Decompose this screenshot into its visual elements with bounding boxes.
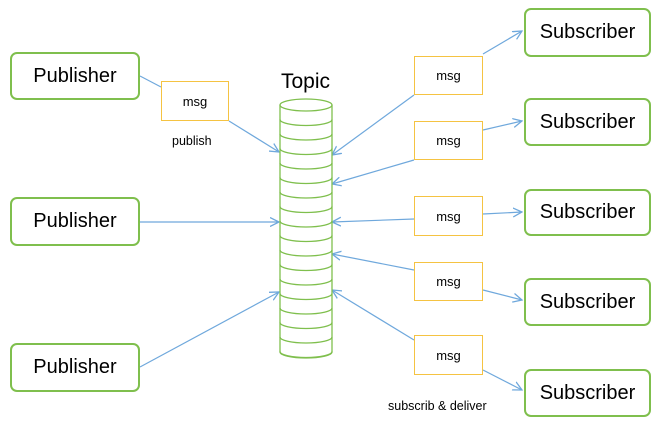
publisher-box: Publisher (10, 197, 140, 246)
arrow-msg-3-to-subscriber-3 (482, 212, 522, 214)
topic-cylinder-disc (279, 162, 333, 170)
subscriber-box: Subscriber (524, 369, 651, 417)
publisher-box: Publisher (10, 52, 140, 100)
topic-title: Topic (281, 70, 331, 93)
topic-cylinder-disc (279, 278, 333, 286)
topic-cylinder-disc (279, 336, 333, 344)
publisher-box: Publisher (10, 343, 140, 392)
topic-cylinder-disc (279, 351, 333, 359)
subscriber-box: Subscriber (524, 278, 651, 326)
deliver-annotation: subscrib & deliver (388, 399, 487, 413)
topic-cylinder-disc (279, 148, 333, 156)
topic-cylinder-disc (279, 264, 333, 272)
arrow-msg-4-to-subscriber-4 (482, 289, 522, 300)
arrow-topic-to-msg-3 (332, 219, 415, 222)
topic-cylinder-disc (279, 177, 333, 185)
subscriber-box: Subscriber (524, 189, 651, 236)
deliver-arrows (332, 31, 522, 390)
arrow-msg-2-to-subscriber-2 (482, 121, 522, 131)
topic-cylinder-disc (279, 322, 333, 330)
arrow-topic-to-msg-2 (332, 159, 415, 184)
publish-annotation: publish (172, 134, 212, 148)
deliver-message: msg (414, 335, 483, 375)
topic-cylinder-disc (279, 191, 333, 199)
arrow-topic-to-msg-4 (332, 254, 415, 271)
topic-cylinder (279, 98, 333, 359)
topic-cylinder-disc (279, 293, 333, 301)
deliver-message: msg (414, 56, 483, 95)
arrow-topic-to-msg-5 (332, 290, 415, 341)
arrow-msg-5-to-subscriber-5 (482, 369, 522, 390)
topic-cylinder-disc (279, 235, 333, 243)
deliver-message: msg (414, 121, 483, 160)
subscriber-box: Subscriber (524, 8, 651, 57)
arrow-topic-to-msg-1 (332, 94, 415, 155)
arrow-publisher-1-to-topic (139, 75, 279, 152)
topic-cylinder-disc (279, 220, 333, 228)
deliver-message: msg (414, 262, 483, 301)
subscriber-box: Subscriber (524, 98, 651, 146)
topic-cylinder-disc (279, 133, 333, 141)
arrow-msg-1-to-subscriber-1 (482, 31, 522, 55)
topic-cylinder-top (279, 98, 333, 112)
arrow-publisher-3-to-topic (139, 292, 279, 368)
topic-cylinder-body (279, 105, 333, 359)
topic-cylinder-disc (279, 119, 333, 127)
publish-arrows (139, 75, 279, 368)
topic-cylinder-disc (279, 249, 333, 257)
topic-cylinder-disc (279, 307, 333, 315)
publish-message: msg (161, 81, 229, 121)
topic-cylinder-disc (279, 206, 333, 214)
deliver-message: msg (414, 196, 483, 236)
